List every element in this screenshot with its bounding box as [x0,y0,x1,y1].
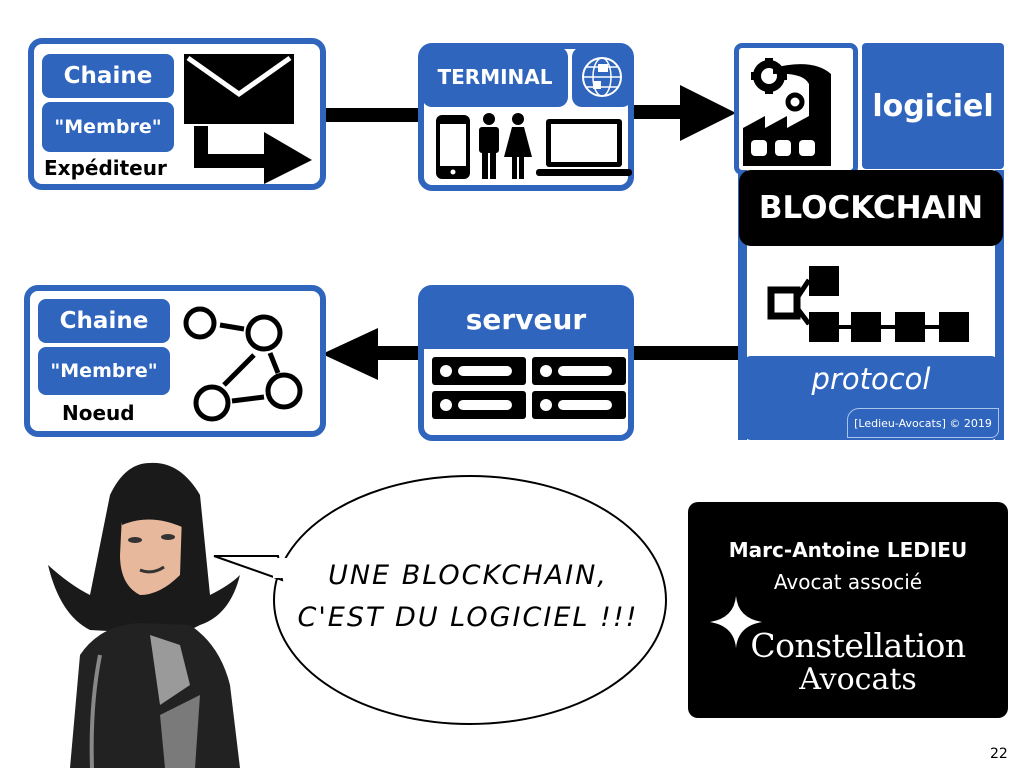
smartphone-icon [436,115,470,179]
author-name: Marc-Antoine LEDIEU [728,538,968,562]
terminal-title: TERMINAL [422,47,568,107]
laptop-icon [536,119,632,176]
character-illustration [48,462,240,768]
software-icon-box [734,43,858,175]
node-chain-label: Chaine [38,299,170,343]
speech-line-2: C'EST DU LOGICIEL !!! [297,602,639,633]
node-role-label: Noeud [62,401,135,425]
sparkle-star-icon [710,596,762,648]
sender-box: Chaine "Membre" Expéditeur [28,38,326,190]
speech-bubble-shape [213,475,667,725]
block-chain-icon [767,266,969,342]
globe-icon [582,57,622,97]
protocol-bar: protocol [Ledieu-Avocats] © 2019 [743,356,999,440]
protocol-label: protocol [811,362,931,396]
connector-blockchain-server [630,346,740,360]
node-member-label: "Membre" [38,347,170,395]
node-box: Chaine "Membre" Noeud [24,285,326,437]
arrow-right-icon [680,85,736,141]
copyright-badge: [Ledieu-Avocats] © 2019 [847,408,999,438]
connector-terminal-software [630,105,690,119]
server-title: serveur [422,289,630,349]
send-arrow-icon [194,126,312,184]
globe-button [572,47,632,107]
server-rack-icon [432,357,626,419]
sender-chain-label: Chaine [42,54,174,98]
firm-name-line1: Constellation [750,626,966,665]
envelope-icon [184,54,294,124]
connector-server-node [370,346,422,360]
blockchain-title: BLOCKCHAIN [739,170,1003,246]
blockchain-box: BLOCKCHAIN protocol [Ledieu-Avocats] © 2… [738,170,1004,440]
firm-name-line2: Avocats [799,662,917,697]
sender-role-label: Expéditeur [44,156,167,180]
factory-gears-icon [743,58,831,166]
server-box: serveur [418,285,634,441]
speech-line-1: UNE BLOCKCHAIN, [328,560,608,591]
terminal-box: TERMINAL [418,43,634,191]
man-icon [479,113,499,179]
connector-sender-terminal [322,108,424,122]
sender-member-label: "Membre" [42,102,174,152]
author-role: Avocat associé [773,570,923,594]
arrow-left-icon [322,328,378,380]
woman-icon [504,113,532,179]
software-label: logiciel [862,43,1004,169]
speech-bubble-text: UNE BLOCKCHAIN, C'EST DU LOGICIEL !!! [268,555,668,639]
author-card: Marc-Antoine LEDIEU Avocat associé Const… [688,502,1008,718]
network-nodes-icon [183,306,303,422]
page-number: 22 [990,746,1008,762]
